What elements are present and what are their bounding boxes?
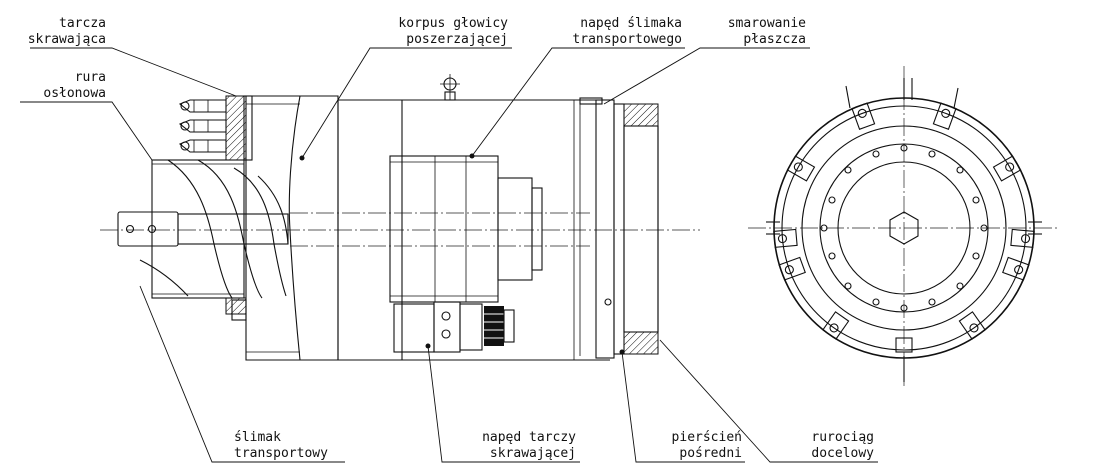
rear-ring	[579, 97, 659, 359]
casing-pipe	[151, 159, 245, 299]
hex-shaft	[889, 211, 919, 245]
screw-drive-motor	[389, 155, 543, 303]
ring-bolts	[820, 144, 988, 312]
leader-screw-conveyor	[139, 285, 345, 463]
label-disc-drive-2: skrawającej	[490, 446, 576, 461]
label-head-body-2: poszerzającej	[406, 32, 508, 47]
leader-lines	[20, 47, 878, 463]
leader-intermediate-ring	[621, 351, 745, 463]
screw-conveyor	[117, 159, 289, 299]
label-casing-pipe-2: osłonowa	[43, 86, 106, 101]
hub-ring	[837, 161, 971, 295]
label-target-pipeline-1: rurociąg	[811, 430, 874, 445]
cutting-disc	[225, 95, 253, 315]
label-cutting-disc-1: tarcza	[59, 16, 106, 31]
leader-target-pipeline	[659, 339, 878, 463]
label-head-body-1: korpus głowicy	[398, 16, 508, 31]
label-jacket-lube-2: płaszcza	[743, 32, 806, 47]
head-body	[231, 95, 339, 361]
leader-disc-drive	[427, 345, 580, 463]
front-top-spikes	[766, 78, 1042, 382]
top-lube-fitting	[440, 74, 460, 101]
outer-rim-inner	[781, 105, 1027, 351]
label-jacket-lube-1: smarowanie	[728, 16, 806, 31]
leader-screw-drive	[471, 47, 685, 157]
label-screw-drive-2: transportowego	[572, 32, 682, 47]
front-view	[748, 66, 1060, 386]
front-cutter-teeth	[773, 102, 1035, 353]
label-cutting-disc-2: skrawająca	[28, 32, 106, 47]
cutter-bits	[178, 99, 227, 153]
label-screw-conveyor-2: transportowy	[234, 446, 328, 461]
label-disc-drive-1: napęd tarczy	[482, 430, 576, 445]
leader-head-body	[301, 47, 512, 159]
disc-drive-motor	[393, 301, 515, 353]
leader-casing-pipe	[20, 101, 153, 161]
label-screw-drive-1: napęd ślimaka	[580, 16, 682, 31]
label-screw-conveyor-1: ślimak	[234, 430, 281, 445]
leader-cutting-disc	[30, 47, 237, 97]
label-intermediate-ring-1: pierścień	[672, 430, 742, 445]
leader-jacket-lube	[603, 47, 810, 105]
side-view	[100, 74, 700, 361]
label-target-pipeline-2: docelowy	[811, 446, 874, 461]
labels: tarcza skrawająca rura osłonowa korpus g…	[28, 16, 874, 461]
mid-ring	[801, 125, 1007, 331]
inner-ring	[819, 143, 989, 313]
label-casing-pipe-1: rura	[75, 70, 106, 85]
label-intermediate-ring-2: pośredni	[679, 446, 742, 461]
